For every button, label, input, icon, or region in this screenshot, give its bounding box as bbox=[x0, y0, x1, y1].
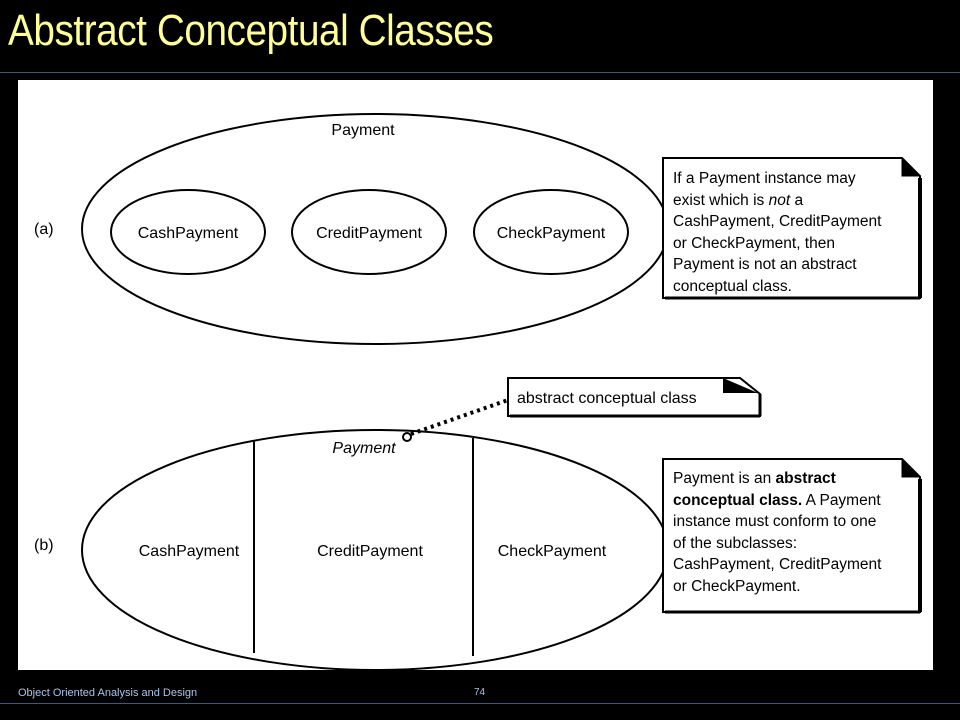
checkpayment-ellipse-a bbox=[473, 189, 629, 275]
diagram-canvas: (a) Payment CashPayment CreditPayment Ch… bbox=[34, 113, 922, 670]
note-b-line: conceptual class. A Payment bbox=[673, 491, 881, 509]
note-a-line: or CheckPayment, then bbox=[673, 234, 835, 252]
diagram-panel: (a) Payment CashPayment CreditPayment Ch… bbox=[18, 80, 933, 670]
part-a-label: (a) bbox=[34, 221, 54, 238]
note-b-text: Payment is an abstract conceptual class.… bbox=[673, 468, 881, 597]
cashpayment-label-a: CashPayment bbox=[138, 225, 239, 242]
note-b-shape bbox=[662, 457, 922, 614]
callout-text: abstract conceptual class bbox=[517, 390, 697, 407]
cashpayment-ellipse-a bbox=[110, 189, 266, 275]
note-b-line: instance must conform to one bbox=[673, 513, 877, 530]
checkpayment-label-a: CheckPayment bbox=[497, 225, 606, 242]
note-a-line: Payment is not an abstract bbox=[673, 256, 857, 273]
cashpayment-label-b: CashPayment bbox=[139, 543, 240, 560]
payment-label-a: Payment bbox=[331, 122, 395, 139]
note-a-line: conceptual class. bbox=[673, 277, 792, 295]
note-a-line: CashPayment, CreditPayment bbox=[673, 213, 882, 230]
note-b-line: of the subclasses: bbox=[673, 534, 798, 552]
payment-label-b: Payment bbox=[332, 440, 396, 457]
callout-note-shape bbox=[507, 377, 762, 418]
note-a-text: If a Payment instance may exist which is… bbox=[673, 168, 881, 297]
note-a-line: exist which is not a bbox=[673, 191, 804, 209]
callout-anchor-circle bbox=[402, 432, 412, 442]
footer-page-number: 74 bbox=[474, 687, 486, 698]
footer-course-title: Object Oriented Analysis and Design bbox=[18, 687, 198, 699]
note-b-line: or CheckPayment. bbox=[673, 577, 801, 595]
note-b-line: Payment is an abstract bbox=[673, 470, 836, 487]
note-a-line: If a Payment instance may bbox=[673, 170, 856, 187]
part-b-label: (b) bbox=[34, 537, 54, 554]
note-b-line: CashPayment, CreditPayment bbox=[673, 556, 882, 573]
title-divider bbox=[0, 72, 960, 73]
checkpayment-label-b: CheckPayment bbox=[498, 543, 607, 560]
callout-dotted-line bbox=[410, 398, 509, 436]
footer-divider bbox=[0, 703, 960, 704]
slide-title: Abstract Conceptual Classes bbox=[8, 6, 494, 55]
creditpayment-ellipse-a bbox=[291, 189, 447, 275]
creditpayment-label-b: CreditPayment bbox=[317, 543, 423, 560]
creditpayment-label-a: CreditPayment bbox=[316, 225, 422, 242]
note-a-shape bbox=[662, 156, 922, 300]
